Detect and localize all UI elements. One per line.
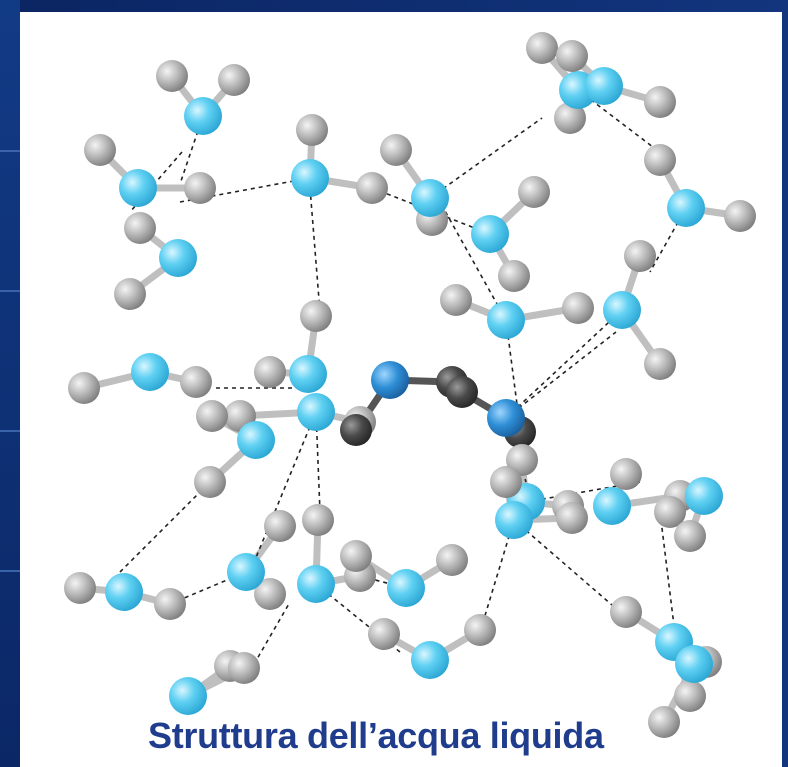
oxygen-atom bbox=[411, 641, 449, 679]
hydrogen-atom bbox=[264, 510, 296, 542]
hydrogen-atom bbox=[644, 348, 676, 380]
oxygen-atom bbox=[471, 215, 509, 253]
oxygen-atom bbox=[227, 553, 265, 591]
hydrogen-atom bbox=[114, 278, 146, 310]
strip-divider bbox=[0, 150, 20, 152]
hydrogen-atom bbox=[436, 544, 468, 576]
hydrogen-atom bbox=[446, 376, 478, 408]
hydrogen-atom bbox=[84, 134, 116, 166]
oxygen-atom bbox=[593, 487, 631, 525]
hydrogen-bond-line bbox=[479, 519, 515, 633]
hydrogen-atom bbox=[654, 496, 686, 528]
hydrogen-atom bbox=[296, 114, 328, 146]
strip-divider bbox=[0, 290, 20, 292]
figure-caption: Struttura dell’acqua liquida bbox=[148, 715, 604, 756]
hydrogen-atom bbox=[490, 466, 522, 498]
hydrogen-bond-line bbox=[179, 177, 311, 203]
hydrogen-bond-line bbox=[245, 601, 291, 679]
hydrogen-atom bbox=[194, 466, 226, 498]
hydrogen-atom bbox=[340, 414, 372, 446]
oxygen-atom bbox=[585, 67, 623, 105]
hydrogen-bond-line bbox=[169, 571, 247, 605]
hydrogen-atom bbox=[526, 32, 558, 64]
hydrogen-atom bbox=[254, 356, 286, 388]
oxygen-atom bbox=[184, 97, 222, 135]
oxygen-atom bbox=[169, 677, 207, 715]
hydrogen-bond-line bbox=[429, 117, 543, 199]
hydrogen-bond-line bbox=[513, 519, 621, 613]
oxygen-atom bbox=[495, 501, 533, 539]
hydrogen-atom bbox=[196, 400, 228, 432]
hydrogen-atom bbox=[68, 372, 100, 404]
oxygen-atom bbox=[667, 189, 705, 227]
strip-divider bbox=[0, 430, 20, 432]
hydrogen-atom bbox=[506, 444, 538, 476]
hydrogen-bond-line bbox=[309, 187, 321, 313]
oxygen-atom bbox=[297, 565, 335, 603]
oxygen-atom bbox=[159, 239, 197, 277]
hydrogen-atom bbox=[180, 366, 212, 398]
hydrogen-atom bbox=[156, 60, 188, 92]
oxygen-atom bbox=[487, 301, 525, 339]
hydrogen-atom bbox=[154, 588, 186, 620]
hydrogen-atom bbox=[64, 572, 96, 604]
hydrogen-atom bbox=[356, 172, 388, 204]
oxygen-atom bbox=[675, 645, 713, 683]
oxygen-atom bbox=[603, 291, 641, 329]
hydrogen-atom bbox=[218, 64, 250, 96]
hydrogen-atom bbox=[184, 172, 216, 204]
hydrogen-bond-line bbox=[371, 187, 491, 235]
hydrogen-atom bbox=[556, 40, 588, 72]
hydrogen-atom bbox=[518, 176, 550, 208]
hydrogen-atom bbox=[724, 200, 756, 232]
oxygen-atom bbox=[371, 361, 409, 399]
hydrogen-bond-line bbox=[439, 201, 507, 321]
hydrogen-atom bbox=[554, 102, 586, 134]
left-strip bbox=[0, 0, 20, 767]
hydrogen-atom bbox=[674, 680, 706, 712]
hydrogen-atom bbox=[624, 240, 656, 272]
hydrogen-atom bbox=[124, 212, 156, 244]
hydrogen-atom bbox=[674, 520, 706, 552]
oxygen-atom bbox=[685, 477, 723, 515]
hydrogen-atom bbox=[440, 284, 472, 316]
hydrogen-atom bbox=[464, 614, 496, 646]
hydrogen-bond-line bbox=[249, 411, 317, 573]
oxygen-atom bbox=[131, 353, 169, 391]
hydrogen-atom bbox=[562, 292, 594, 324]
hydrogen-bond-line bbox=[659, 511, 677, 643]
oxygen-atom bbox=[119, 169, 157, 207]
hydrogen-atom bbox=[368, 618, 400, 650]
oxygen-atom bbox=[291, 159, 329, 197]
hydrogen-bond-line bbox=[505, 331, 617, 419]
hydrogen-atom bbox=[380, 134, 412, 166]
hydrogen-atom bbox=[610, 596, 642, 628]
oxygen-atom bbox=[387, 569, 425, 607]
oxygen-atom bbox=[105, 573, 143, 611]
hydrogen-atom bbox=[340, 540, 372, 572]
hydrogen-atom bbox=[556, 502, 588, 534]
hydrogen-atom bbox=[228, 652, 260, 684]
water-structure-figure: Struttura dell’acqua liquida bbox=[20, 12, 782, 767]
hydrogen-atom bbox=[648, 706, 680, 738]
oxygen-atom bbox=[411, 179, 449, 217]
strip-divider bbox=[0, 570, 20, 572]
hydrogen-atom bbox=[498, 260, 530, 292]
oxygen-atom bbox=[487, 399, 525, 437]
oxygen-atom bbox=[289, 355, 327, 393]
hydrogen-atom bbox=[302, 504, 334, 536]
oxygen-atom bbox=[297, 393, 335, 431]
oxygen-atom bbox=[237, 421, 275, 459]
hydrogen-atom bbox=[300, 300, 332, 332]
hydrogen-atom bbox=[644, 86, 676, 118]
molecule-illustration bbox=[64, 32, 756, 738]
hydrogen-atom bbox=[610, 458, 642, 490]
hydrogen-atom bbox=[644, 144, 676, 176]
hydrogen-atom bbox=[254, 578, 286, 610]
hydrogen-bond-line bbox=[505, 309, 623, 419]
